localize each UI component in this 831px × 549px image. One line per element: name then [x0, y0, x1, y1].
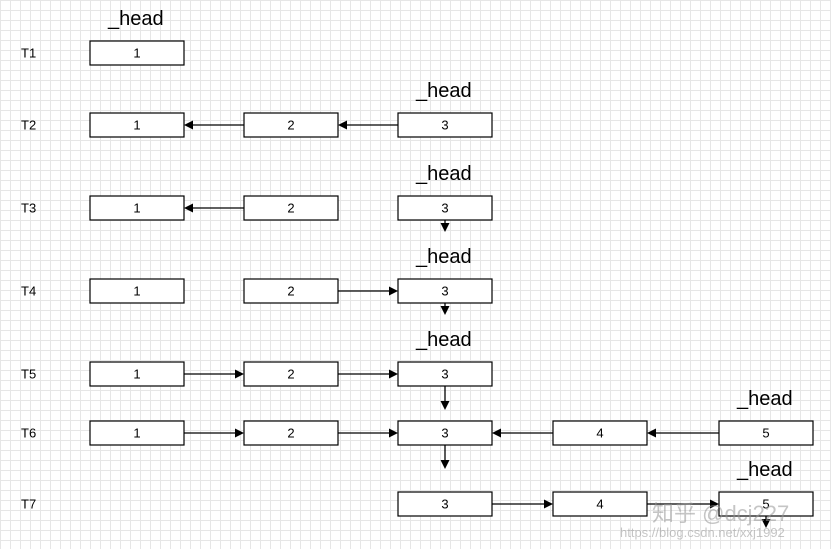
- list-node-1: 1: [89, 361, 185, 387]
- node-value: 1: [133, 118, 140, 133]
- node-value: 2: [287, 118, 294, 133]
- node-value: 4: [596, 497, 603, 512]
- head-pointer-label: _head: [415, 246, 472, 268]
- list-node-1: 1: [89, 112, 185, 138]
- row-label: T7: [21, 497, 36, 512]
- row-label: T1: [21, 46, 36, 61]
- list-node-1: 1: [89, 420, 185, 446]
- row-t4: T4 1 2 3 _head: [21, 246, 493, 315]
- list-node-1: 1: [89, 195, 185, 221]
- list-node-3: 3: [397, 491, 493, 517]
- node-value: 1: [133, 284, 140, 299]
- next-arrow-2-to-1: [184, 120, 244, 130]
- list-node-4: 4: [552, 491, 648, 517]
- list-node-4: 4: [552, 420, 648, 446]
- row-label: T3: [21, 201, 36, 216]
- node-value: 1: [133, 367, 140, 382]
- row-label: T2: [21, 118, 36, 133]
- node-value: 5: [762, 497, 769, 512]
- list-node-5: 5: [718, 420, 814, 446]
- watermark-url: https://blog.csdn.net/xxj1992: [620, 525, 785, 540]
- list-node-2: 2: [243, 420, 339, 446]
- list-node-3: 3: [397, 195, 493, 221]
- next-arrow-5-to-4: [647, 428, 719, 438]
- next-arrow-2-to-3: [338, 286, 398, 296]
- next-arrow-down: [440, 445, 450, 469]
- list-node-2: 2: [243, 195, 339, 221]
- next-arrow-4-to-3: [492, 428, 553, 438]
- list-node-3: 3: [397, 278, 493, 304]
- node-value: 3: [441, 497, 448, 512]
- row-t3: T3 1 2 3 _head: [21, 163, 493, 232]
- row-t6: T6 1 2 3 4 5 _head: [21, 388, 814, 469]
- node-value: 1: [133, 426, 140, 441]
- node-value: 3: [441, 284, 448, 299]
- next-arrow-2-to-3: [338, 428, 398, 438]
- next-arrow-3-to-2: [338, 120, 398, 130]
- list-node-2: 2: [243, 278, 339, 304]
- list-node-3: 3: [397, 420, 493, 446]
- next-arrow-down: [440, 386, 450, 410]
- row-label: T6: [21, 426, 36, 441]
- head-pointer-label: _head: [107, 8, 164, 30]
- list-node-2: 2: [243, 361, 339, 387]
- list-node-3: 3: [397, 112, 493, 138]
- next-arrow-2-to-1: [184, 203, 244, 213]
- next-arrow-2-to-3: [338, 369, 398, 379]
- node-value: 1: [133, 46, 140, 61]
- row-label: T5: [21, 367, 36, 382]
- row-label: T4: [21, 284, 36, 299]
- list-node-1: 1: [89, 40, 185, 66]
- node-value: 2: [287, 426, 294, 441]
- head-pointer-label: _head: [415, 329, 472, 351]
- list-node-5: 5: [718, 491, 814, 517]
- node-value: 1: [133, 201, 140, 216]
- head-pointer-label: _head: [415, 80, 472, 102]
- head-pointer-label: _head: [415, 163, 472, 185]
- next-arrow-1-to-2: [184, 369, 244, 379]
- row-t7: T7 3 4 5 _head: [21, 459, 814, 528]
- node-value: 3: [441, 426, 448, 441]
- row-t5: T5 1 2 3 _head: [21, 329, 493, 410]
- row-t2: T2 1 2 3 _head: [21, 80, 493, 138]
- node-value: 2: [287, 201, 294, 216]
- head-pointer-label: _head: [736, 459, 793, 481]
- next-arrow-4-to-5: [647, 499, 719, 509]
- row-t1: T1 1 _head: [21, 8, 185, 66]
- next-arrow-down: [440, 303, 450, 315]
- head-pointer-label: _head: [736, 388, 793, 410]
- node-value: 5: [762, 426, 769, 441]
- node-value: 2: [287, 284, 294, 299]
- next-arrow-down: [440, 220, 450, 232]
- node-value: 3: [441, 201, 448, 216]
- node-value: 4: [596, 426, 603, 441]
- watermark: 知乎 @dcj227: [652, 501, 790, 526]
- next-arrow-1-to-2: [184, 428, 244, 438]
- list-node-3: 3: [397, 361, 493, 387]
- node-value: 2: [287, 367, 294, 382]
- node-value: 3: [441, 367, 448, 382]
- list-node-2: 2: [243, 112, 339, 138]
- next-arrow-3-to-4: [492, 499, 553, 509]
- next-arrow-down: [761, 516, 771, 528]
- list-node-1: 1: [89, 278, 185, 304]
- node-value: 3: [441, 118, 448, 133]
